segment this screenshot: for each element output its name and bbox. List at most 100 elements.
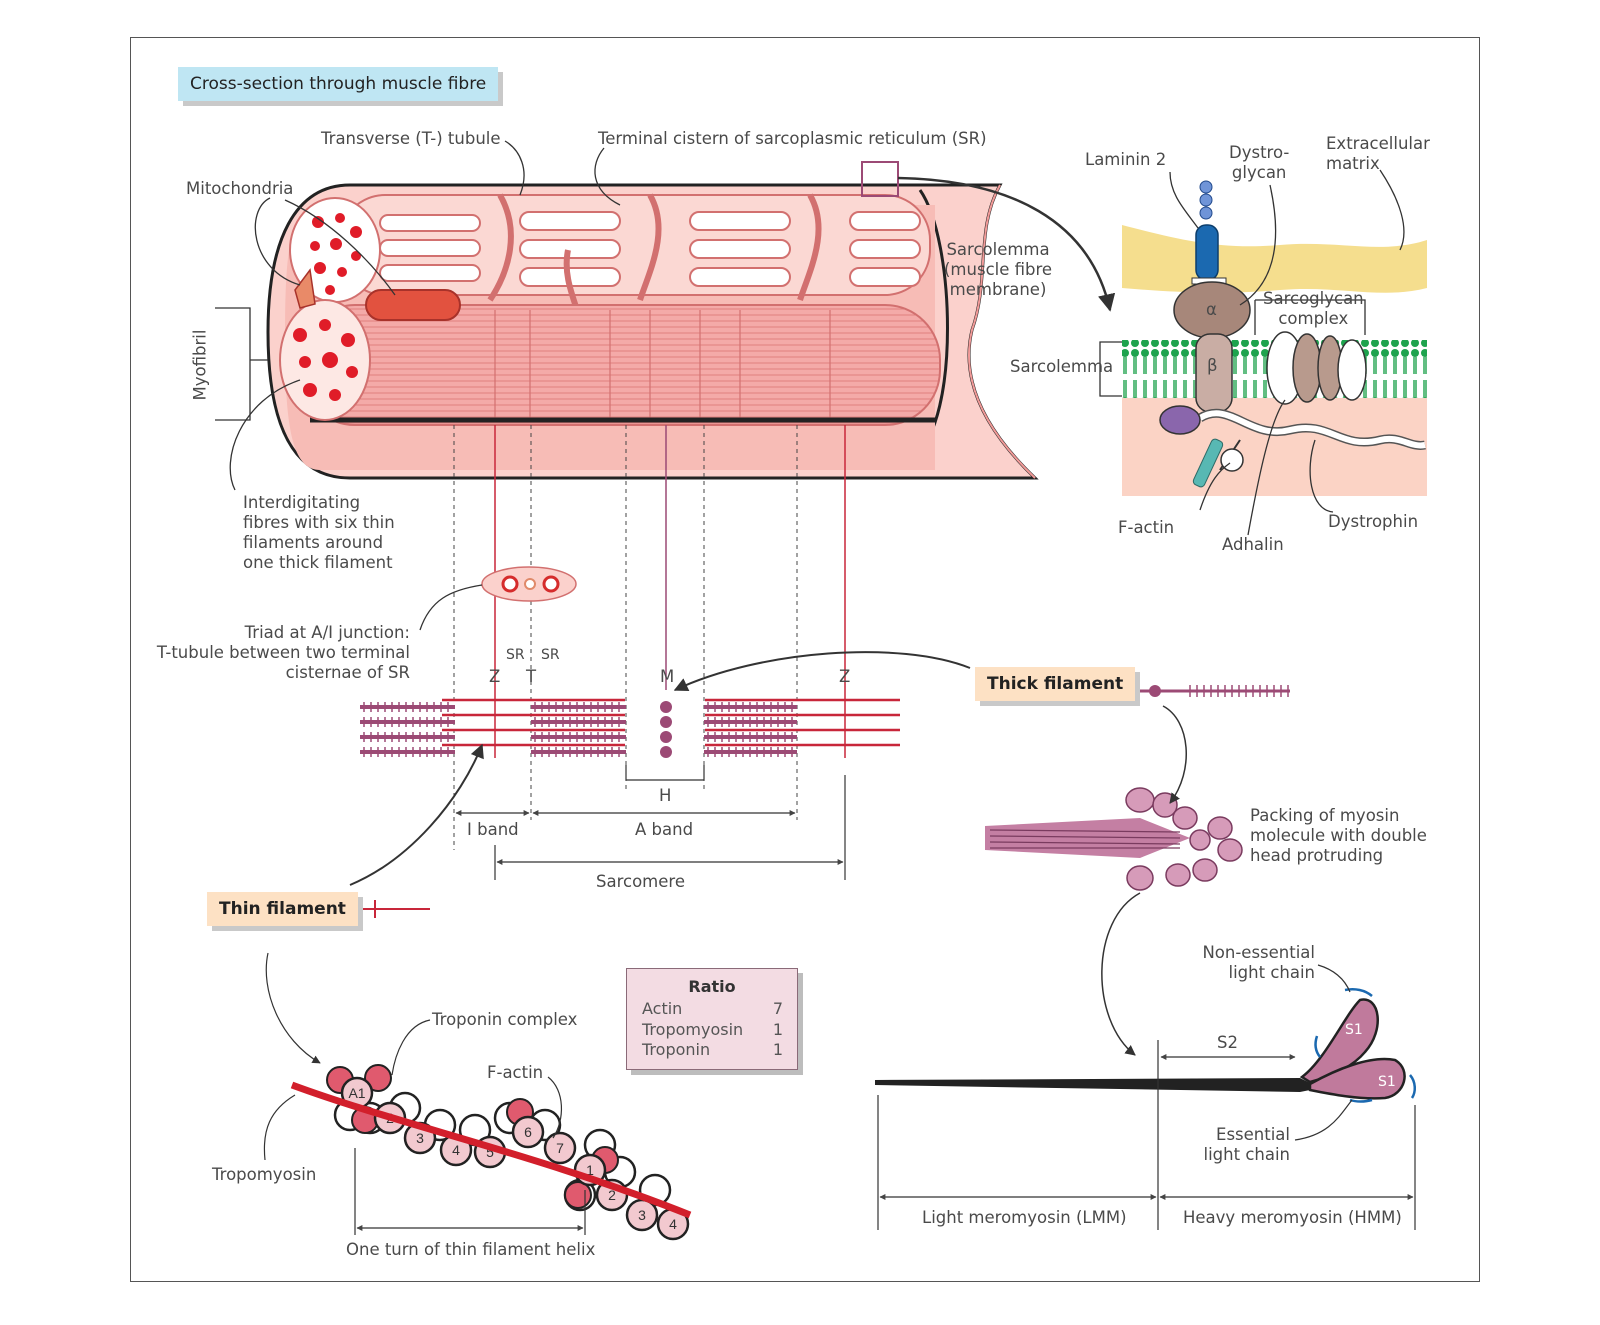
adhalin-label: Adhalin	[1222, 535, 1284, 554]
lmm-label: Light meromyosin (LMM)	[922, 1208, 1127, 1227]
sarcolemma-line-2: (muscle fibre	[944, 260, 1053, 279]
actin-monomer-label: 3	[638, 1207, 646, 1223]
sarcoglycan-line-1: Sarcoglycan	[1263, 289, 1364, 308]
sarcolemma-full-label: Sarcolemma (muscle fibre membrane)	[944, 240, 1052, 300]
myosin-packing	[985, 787, 1243, 891]
extracellular-matrix-label: Extracellular matrix	[1326, 134, 1430, 174]
hmm-label: Heavy meromyosin (HMM)	[1183, 1208, 1402, 1227]
tropomyosin-label: Tropomyosin	[212, 1165, 317, 1184]
sarcomere-label: Sarcomere	[596, 872, 685, 891]
interdigitating-line-4: one thick filament	[243, 553, 393, 572]
myofibril-dots	[293, 213, 362, 401]
non-essential-line-2: light chain	[1228, 963, 1316, 982]
mitochondria-label: Mitochondria	[186, 179, 294, 198]
sarcolemma-inset-label: Sarcolemma	[1010, 357, 1114, 376]
actin-monomer-label: A1	[348, 1085, 365, 1101]
triad-line-2: T-tubule between two terminal	[156, 643, 410, 662]
helix-leader-lines	[263, 952, 586, 1235]
sr-network	[379, 211, 921, 287]
non-essential-light-chain-label: Non-essential light chain	[1150, 943, 1315, 983]
extracellular-line-2: matrix	[1326, 154, 1380, 173]
ratio-name: Tropomyosin	[642, 1019, 744, 1039]
one-turn-label: One turn of thin filament helix	[346, 1240, 596, 1259]
h-zone-label: H	[659, 786, 672, 805]
s2-label: S2	[1217, 1033, 1238, 1052]
sarcomere-filaments	[360, 698, 900, 758]
thick-filament-icon	[1140, 685, 1290, 697]
band-projection-lines	[453, 425, 798, 850]
ratio-title: Ratio	[688, 977, 736, 996]
actin-monomer	[543, 1131, 577, 1165]
muscle-fibre-cylinder	[266, 161, 1039, 480]
dystroglycan-line-2: glycan	[1231, 163, 1287, 182]
striation-lines	[494, 310, 831, 420]
interdigitating-line-2: fibres with six thin	[243, 513, 395, 532]
actin-monomer-label: 1	[586, 1162, 594, 1178]
sarcolemma-line-1: Sarcolemma	[946, 240, 1050, 259]
essential-line-2: light chain	[1203, 1145, 1291, 1164]
ratio-name: Troponin	[642, 1040, 711, 1059]
figure-frame	[130, 37, 1480, 1282]
dystroglycan-line-1: Dystro-	[1229, 143, 1290, 162]
i-band-label: I band	[467, 820, 519, 839]
sr-label-1: SR	[506, 647, 525, 663]
dystroglycan-label: Dystro- glycan	[1229, 143, 1289, 183]
non-essential-line-1: Non-essential	[1202, 943, 1315, 962]
fibre-leader-lines	[215, 140, 1116, 491]
s1-label-lower: S1	[1378, 1074, 1396, 1090]
myosin-arrows	[1101, 705, 1187, 1056]
m-line-label: M	[660, 667, 675, 686]
actin-monomer-label: 4	[669, 1216, 677, 1232]
helix-f-actin-label: F-actin	[487, 1063, 544, 1082]
terminal-cistern-label: Terminal cistern of sarcoplasmic reticul…	[598, 129, 987, 148]
s1-label-upper: S1	[1345, 1022, 1363, 1038]
dystrophin-label: Dystrophin	[1328, 512, 1419, 531]
myofibril-label: Myofibril	[190, 329, 210, 401]
ratio-row: Tropomyosin 1	[627, 1020, 797, 1041]
sarcolemma-line-3: membrane)	[949, 280, 1047, 299]
ratio-row: Troponin 1	[627, 1040, 797, 1061]
essential-light-chain-label: Essential light chain	[1150, 1125, 1291, 1165]
beta-dystroglycan-label: β	[1207, 356, 1218, 375]
actin-monomer	[511, 1115, 545, 1149]
sr-label-2: SR	[541, 647, 560, 663]
cross-section-header: Cross-section through muscle fibre	[178, 67, 499, 101]
interdigitating-line-1: Interdigitating	[243, 493, 361, 512]
essential-line-1: Essential	[1216, 1125, 1290, 1144]
myosin-packing-line-1: Packing of myosin	[1250, 806, 1400, 825]
thick-filament-tag: Thick filament	[975, 667, 1136, 701]
triad-label: Triad at A/I junction: T-tubule between …	[152, 623, 410, 683]
t-tubule-label: Transverse (T-) tubule	[321, 129, 501, 148]
actin-monomer-label: 3	[416, 1130, 424, 1146]
actin-monomer-label: 7	[556, 1140, 564, 1156]
inset-leader-lines	[1099, 169, 1405, 536]
myosin-packing-line-2: molecule with double	[1250, 826, 1427, 845]
membrane-inset	[1122, 180, 1427, 496]
triad-line-1: Triad at A/I junction:	[244, 623, 410, 642]
troponin-complex-label: Troponin complex	[432, 1010, 578, 1029]
triad	[481, 566, 577, 602]
z-line-label-1: Z	[489, 667, 501, 686]
inset-f-actin-label: F-actin	[1118, 518, 1175, 537]
myosin-molecule	[875, 988, 1416, 1103]
sarcoglycan-line-2: complex	[1278, 309, 1349, 328]
interdigitating-label: Interdigitating fibres with six thin fil…	[243, 493, 395, 573]
myosin-packing-line-3: head protruding	[1250, 846, 1384, 865]
ratio-value: 1	[772, 1040, 783, 1059]
thin-filament-tag: Thin filament	[207, 892, 358, 926]
extracellular-line-1: Extracellular	[1326, 134, 1430, 153]
laminin-label: Laminin 2	[1085, 150, 1167, 169]
actin-monomer-label: 5	[486, 1144, 494, 1160]
ratio-value: 1	[772, 1019, 783, 1039]
a-band-label: A band	[635, 820, 694, 839]
mitochondrion	[365, 289, 461, 321]
troponin-subunit	[364, 1064, 392, 1092]
alpha-dystroglycan-label: α	[1206, 300, 1217, 319]
triad-line-3: cisternae of SR	[285, 663, 410, 682]
actin-monomer-label: 2	[608, 1187, 616, 1203]
myosin-packing-label: Packing of myosin molecule with double h…	[1250, 806, 1427, 866]
